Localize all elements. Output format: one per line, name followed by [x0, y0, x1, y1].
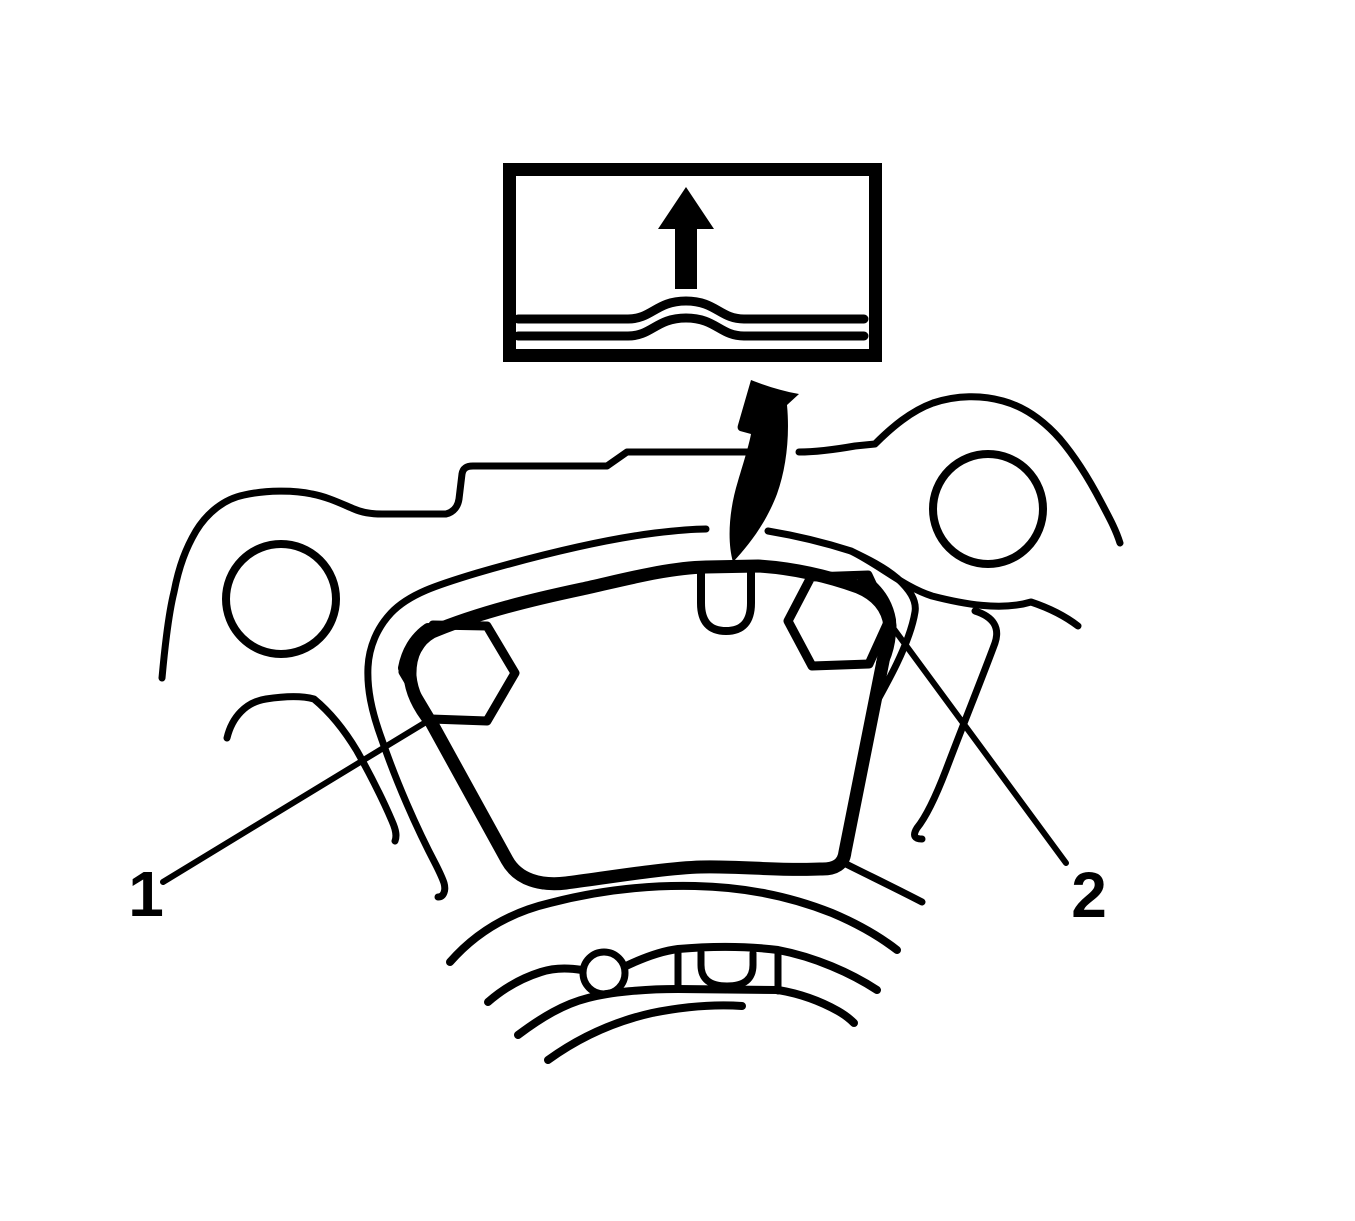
callout-1: 1: [128, 716, 434, 930]
cover-locating-tab: [697, 566, 755, 635]
key-slot-pocket: [697, 948, 757, 990]
sprocket-arc-inner: [544, 1001, 746, 1064]
left-web-rib: [223, 693, 400, 845]
callout-2: 2: [885, 618, 1107, 931]
sprocket-dowel-hole: [579, 948, 629, 998]
right-bolt-hole-circle: [929, 450, 1047, 568]
sprocket-arc-outer: [446, 881, 901, 966]
left-bolt-hole-circle: [222, 540, 340, 658]
housing-contour-left: [158, 448, 757, 682]
up-arrow-icon: [658, 187, 714, 289]
callout-1-label: 1: [128, 858, 164, 930]
rim-left: [364, 525, 710, 901]
sprocket-arc-band-bottom: [514, 985, 858, 1039]
right-web-rib: [911, 607, 1001, 843]
sprocket-arc-band-top-left: [484, 964, 586, 1006]
housing-contour-right: [795, 393, 1124, 547]
housing-outline: [158, 393, 1124, 845]
cover-plate-fill: [409, 566, 890, 884]
orientation-legend: [503, 163, 882, 362]
callout-2-label: 2: [1071, 859, 1107, 931]
callout-1-leader-line: [160, 716, 434, 885]
sprocket-arc-band-top-right: [622, 942, 881, 994]
callout-2-leader-line: [885, 618, 1069, 866]
rim-bottom-right: [842, 860, 926, 906]
gasket-profile-icon: [513, 296, 869, 341]
cover-plate-border: [403, 559, 897, 891]
bolt-1-shadow-crescent: [398, 623, 434, 674]
crank-sprocket-arcs: [446, 881, 901, 1064]
curved-arrow-icon: [729, 380, 799, 562]
